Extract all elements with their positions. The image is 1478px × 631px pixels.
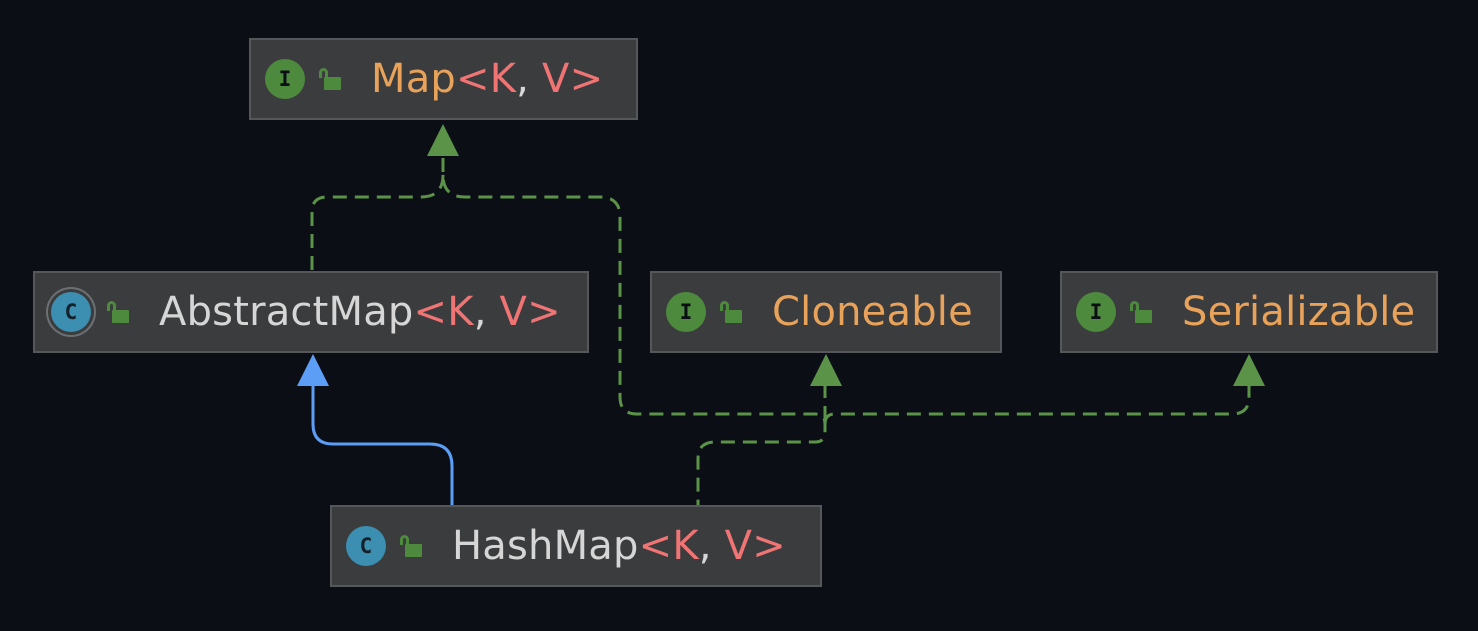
public-lock-icon [400, 535, 422, 557]
node-hash-map[interactable]: C HashMap<K, V> [330, 505, 822, 587]
node-title: Serializable [1182, 289, 1415, 335]
arrowhead-map [427, 124, 459, 156]
interface-icon: I [265, 59, 305, 99]
type-param: V [499, 289, 528, 335]
class-name: Map [371, 56, 457, 102]
type-param: V [542, 56, 570, 102]
node-title: AbstractMap<K, V> [159, 289, 561, 335]
arrowhead-serializable [1233, 354, 1265, 386]
public-lock-icon [107, 301, 129, 323]
public-lock-icon [1130, 301, 1152, 323]
public-lock-icon [720, 301, 742, 323]
type-param: K [672, 523, 699, 569]
node-cloneable[interactable]: I Cloneable [650, 271, 1002, 353]
public-lock-icon [319, 68, 341, 90]
arrowhead-abstractmap [297, 354, 329, 386]
type-param: V [724, 523, 753, 569]
class-icon: C [346, 526, 386, 566]
node-title: Cloneable [772, 289, 973, 335]
node-title: HashMap<K, V> [452, 523, 786, 569]
class-name: AbstractMap [159, 289, 414, 335]
node-map[interactable]: I Map<K, V> [249, 38, 638, 120]
edge-hashmap-implements-map [441, 158, 827, 505]
node-abstract-map[interactable]: C AbstractMap<K, V> [33, 271, 589, 353]
type-param: K [447, 289, 474, 335]
type-param: K [489, 56, 517, 102]
interface-icon: I [666, 292, 706, 332]
class-name: Serializable [1182, 289, 1416, 335]
class-name: Cloneable [772, 289, 973, 335]
edge-abstractmap-implements-map [310, 158, 445, 270]
node-serializable[interactable]: I Serializable [1060, 271, 1438, 353]
interface-icon: I [1076, 292, 1116, 332]
edge-hashmap-extends-abstractmap [311, 384, 454, 505]
arrowhead-cloneable [810, 354, 842, 386]
node-title: Map<K, V> [371, 56, 604, 102]
class-name: HashMap [452, 523, 639, 569]
edge-hashmap-implements-serializable [823, 386, 1251, 425]
abstract-class-icon: C [51, 292, 91, 332]
